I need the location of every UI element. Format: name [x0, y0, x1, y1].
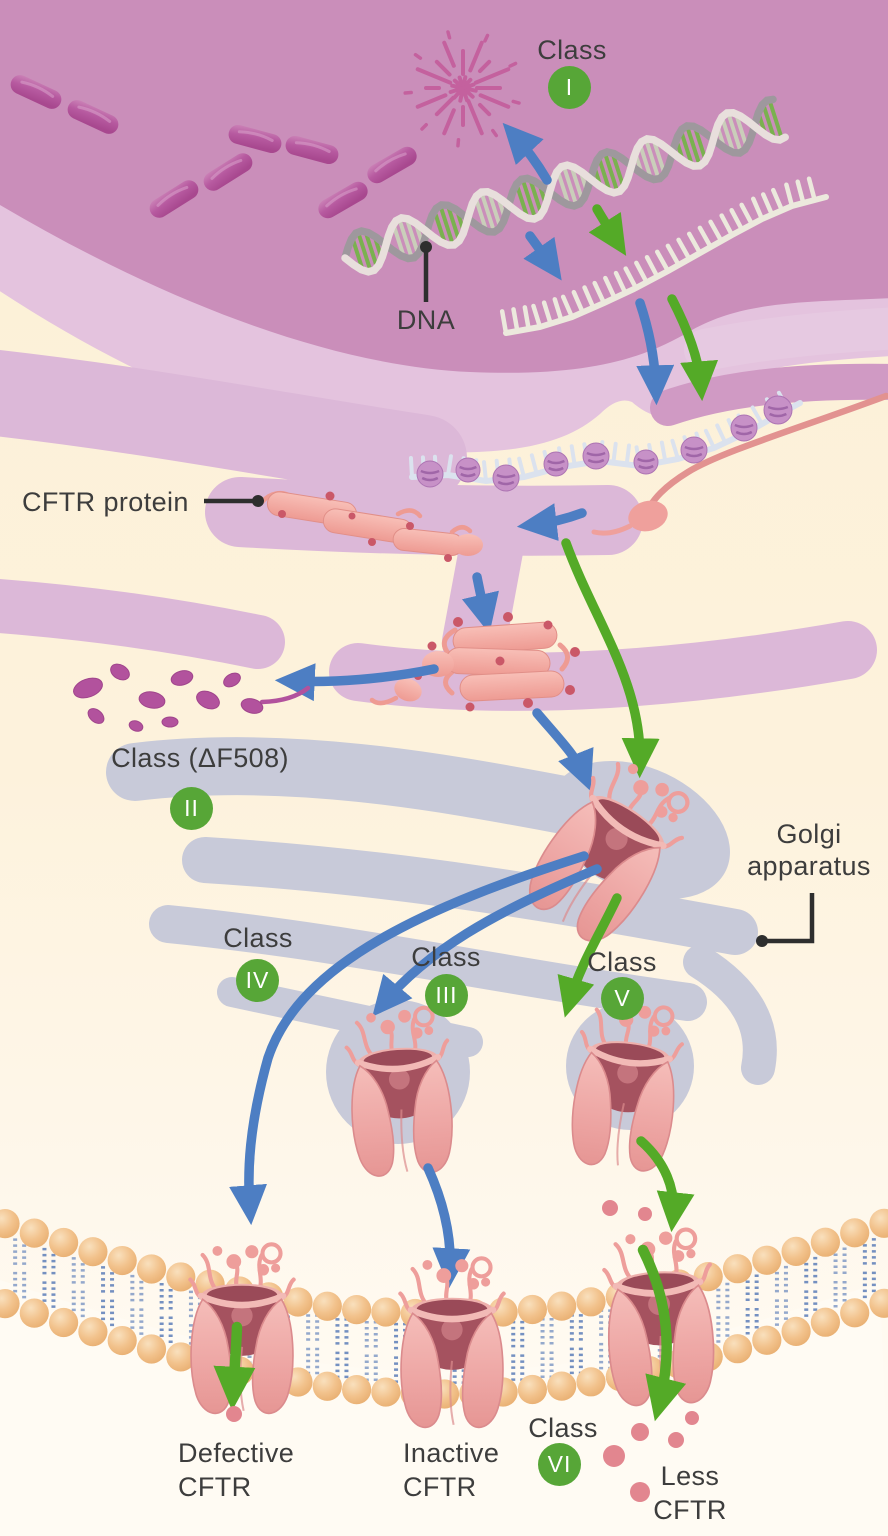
nucleus [0, 0, 888, 453]
arrow-vesicle-to-membrane-green [636, 1136, 695, 1233]
defective-cftr-label: Defective CFTR [178, 1436, 294, 1504]
arrow-class4-path [229, 851, 589, 1226]
arrow-class5-path [557, 893, 622, 1018]
arrow-ion-flow-right [637, 1244, 687, 1422]
golgi-label-line2: apparatus [747, 851, 871, 881]
chromosomes [10, 75, 417, 219]
defective-line2: CFTR [178, 1472, 252, 1502]
less-line1: Less [660, 1461, 720, 1491]
translating-ribosome [591, 500, 668, 536]
arrow-er-to-golgi-green [561, 538, 660, 779]
arrow-er-to-golgi-blue [532, 708, 594, 792]
ribosomes [416, 395, 793, 492]
arrow-dna-to-mrna-green [588, 204, 627, 256]
inactive-line2: CFTR [403, 1472, 477, 1502]
class2-badge: II [170, 787, 213, 830]
er-ribbon-3 [329, 621, 877, 711]
ion-dots [226, 1200, 699, 1502]
arrow-dna-to-degradation [502, 122, 552, 185]
arrow-dna-to-mrna-blue [523, 231, 562, 281]
arrow-to-cftr-protein [516, 503, 587, 541]
er-ribbon-1 [0, 350, 467, 501]
golgi-cisterna-2 [182, 837, 758, 955]
arrow-to-folding [461, 572, 499, 634]
arrow-to-degradation-class2 [274, 663, 439, 702]
defective-line1: Defective [178, 1438, 295, 1468]
nascent-polypeptide-chain [646, 392, 888, 510]
golgi-label-line1: Golgi [776, 819, 842, 849]
cftr-protein-folded [369, 612, 580, 712]
class5-badge: V [601, 977, 644, 1020]
nuclear-envelope-lumen [684, 307, 888, 371]
degraded-protein-fragments [73, 663, 311, 732]
nuclear-envelope-rim [650, 363, 888, 426]
arrow-export-green [667, 294, 719, 402]
golgi-cisterna-5 [683, 945, 777, 1085]
less-cftr-label: Less CFTR [623, 1459, 757, 1527]
class4-label: Class [223, 923, 293, 953]
mrna-strand [499, 176, 829, 336]
class1-badge: I [548, 66, 591, 109]
golgi-cisterna-1 [106, 737, 609, 837]
class4-badge: IV [236, 959, 279, 1002]
golgi-label: Golgi apparatus [730, 818, 888, 882]
arrow-ion-flow-left [213, 1321, 256, 1411]
degraded-mrna-starburst [403, 30, 521, 148]
cftr-protein-nascent [259, 490, 483, 562]
inactive-cftr-label: Inactive CFTR [403, 1436, 499, 1504]
arrow-class3-path [372, 864, 602, 1017]
class6-label: Class [528, 1413, 598, 1443]
inactive-line1: Inactive [403, 1438, 500, 1468]
class2-label: Class (ΔF508) [111, 743, 289, 773]
nucleoplasm [0, 0, 888, 373]
leader-lines [204, 241, 815, 947]
transcription-arrows [502, 122, 719, 406]
less-line2: CFTR [653, 1495, 727, 1525]
dna-label: DNA [396, 305, 456, 335]
class1-label: Class [537, 35, 607, 65]
arrow-export-blue [635, 298, 675, 406]
class3-label: Class [411, 942, 481, 972]
cftr-protein-label: CFTR protein [22, 487, 189, 517]
class6-badge: VI [538, 1443, 581, 1486]
dna-double-helix [341, 95, 789, 276]
class3-badge: III [425, 974, 468, 1017]
class5-label: Class [587, 947, 657, 977]
er-ribbon-2 [0, 578, 285, 669]
arrow-vesicle-to-membrane-blue [423, 1163, 471, 1289]
